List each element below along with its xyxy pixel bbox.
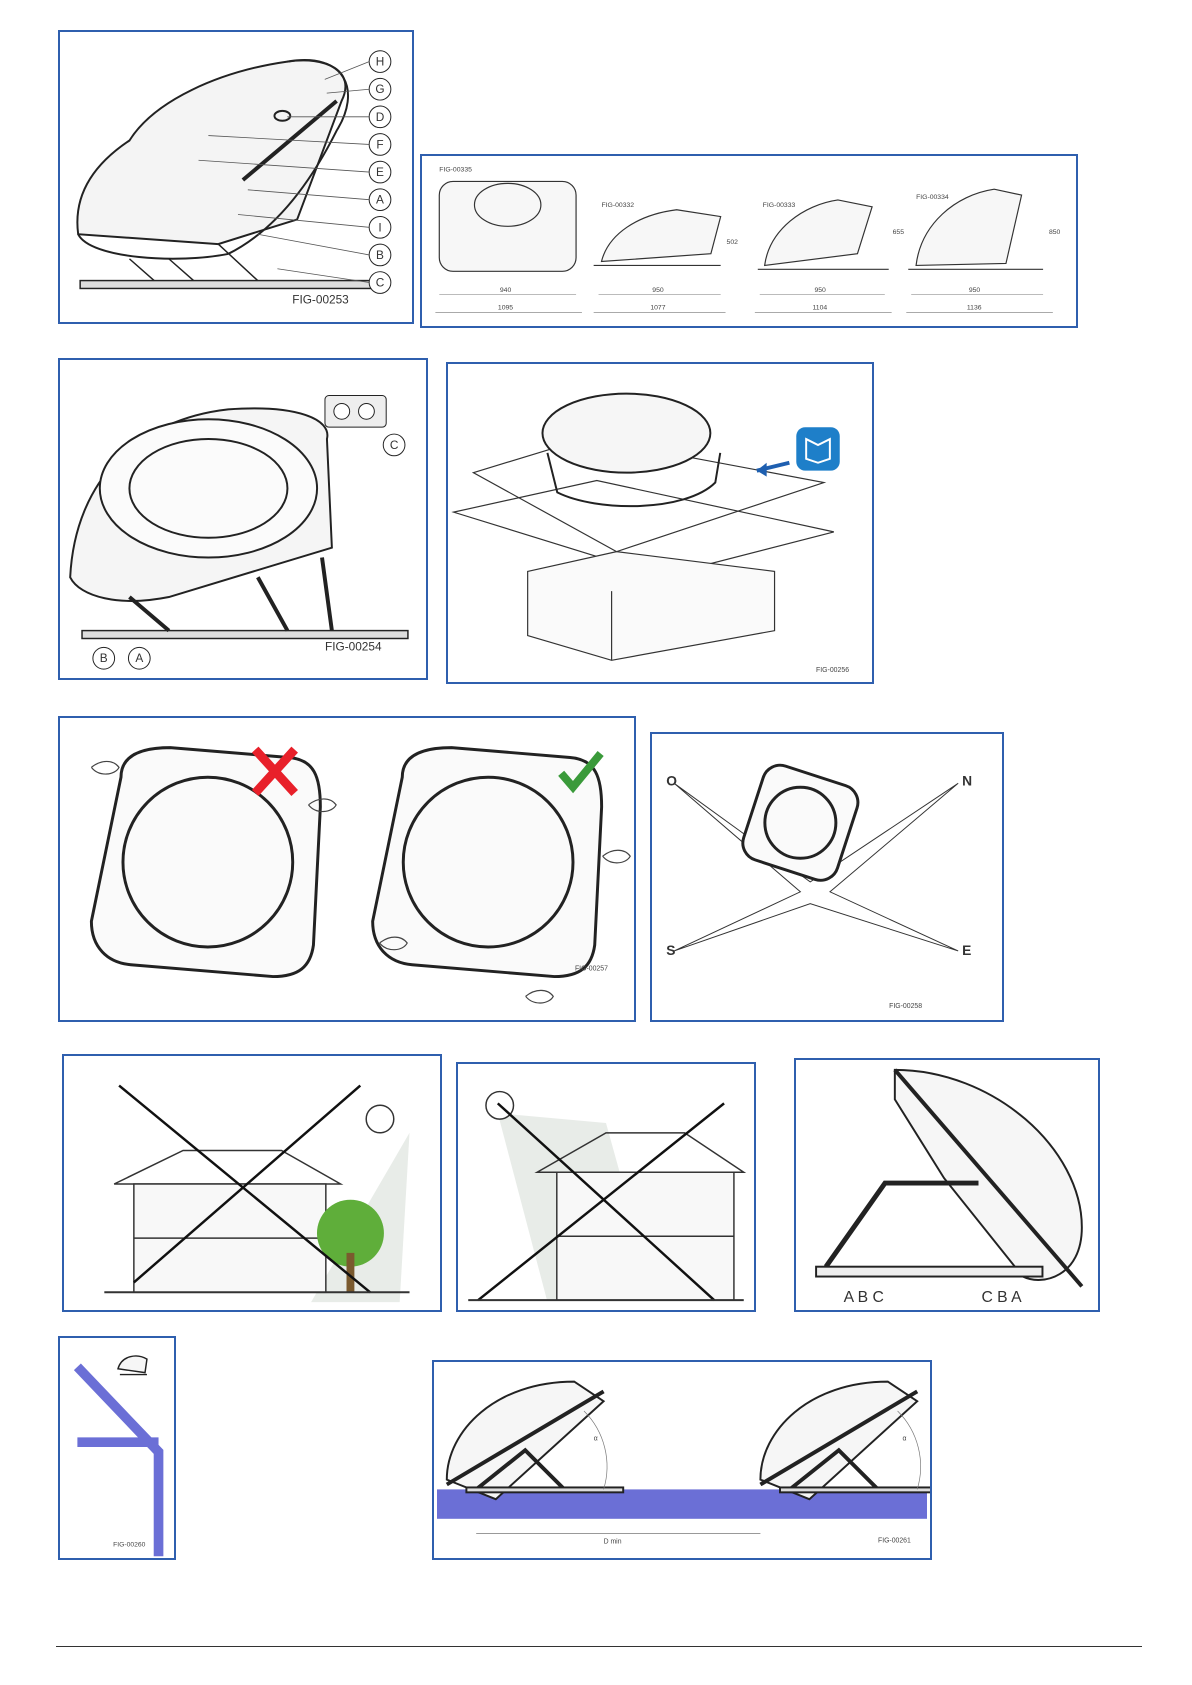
figure-258-orientation: O N S E FIG-00258 <box>650 732 1004 1022</box>
figure-label: FIG-00256 <box>816 667 849 674</box>
callout-c-label: C <box>376 275 385 289</box>
callout-h-label: H <box>376 55 385 69</box>
figure-shading-tree <box>62 1054 442 1312</box>
figure-257-handling: FIG-00257 <box>58 716 636 1022</box>
callout-b-label: B <box>376 248 384 262</box>
figure-label: FIG-00258 <box>889 1003 922 1010</box>
callout-f-label: F <box>376 137 383 151</box>
figure-label: FIG-00260 <box>113 1542 146 1549</box>
callout-b-label: B <box>100 651 108 665</box>
callout-a-label: A <box>135 651 143 665</box>
manual-icon <box>796 427 839 470</box>
roof-surface <box>437 1489 927 1518</box>
hand-icon <box>603 850 631 863</box>
footer-rule <box>56 1646 1142 1647</box>
view-label: FIG-00334 <box>916 194 949 201</box>
figure-label: FIG-00257 <box>575 966 608 973</box>
hand-icon <box>526 990 554 1003</box>
hand-icon <box>91 761 119 774</box>
figure-label: FIG-00261 <box>878 1537 911 1544</box>
callout-d-label: D <box>376 110 385 124</box>
view-dim-top: 950 <box>969 287 981 294</box>
support-left-letters: A B C <box>844 1289 884 1306</box>
callout-g-label: G <box>375 82 384 96</box>
figure-label: FIG-00253 <box>292 292 349 306</box>
figure-shading-building <box>456 1062 756 1312</box>
figure-256-packaging: FIG-00256 <box>446 362 874 684</box>
figure-254-collector-detail: C B A FIG-00254 <box>58 358 428 680</box>
view-dim-bottom: 1077 <box>650 304 665 311</box>
view-dim-top: 950 <box>814 287 826 294</box>
figure-sizes-four-views: FIG-00335 940 1095 FIG-00332 950 1077 50… <box>420 154 1078 328</box>
figure-253-collector-parts: H G D F E A I B C FIG-00253 <box>58 30 414 324</box>
view-label: FIG-00333 <box>763 202 796 209</box>
distance-label: D min <box>604 1538 622 1545</box>
compass-s: S <box>666 943 675 958</box>
view-height: 850 <box>1049 229 1061 236</box>
callout-e-label: E <box>376 165 384 179</box>
figure-260-roof: FIG-00260 <box>58 1336 176 1560</box>
view-height: 655 <box>893 229 905 236</box>
figure-261-row-spacing: α α D min FIG-00261 <box>432 1360 932 1560</box>
callout-i-label: I <box>378 220 381 234</box>
view-dim-top: 940 <box>500 287 512 294</box>
view-label: FIG-00335 <box>439 167 472 174</box>
compass-e: E <box>962 943 971 958</box>
angle-label: α <box>903 1435 907 1442</box>
compass-n: N <box>962 773 972 788</box>
callout-c-label: C <box>390 438 399 452</box>
view-dim-top: 950 <box>652 287 664 294</box>
view-label: FIG-00332 <box>601 202 634 209</box>
callout-a-label: A <box>376 193 384 207</box>
support-right-letters: C B A <box>981 1289 1022 1306</box>
figure-support-holes: A B C C B A <box>794 1058 1100 1312</box>
angle-label: α <box>594 1435 598 1442</box>
figure-label: FIG-00254 <box>325 639 382 653</box>
view-dim-bottom: 1136 <box>967 304 982 311</box>
view-dim-bottom: 1095 <box>498 304 513 311</box>
view-height: 502 <box>727 239 739 246</box>
view-dim-bottom: 1104 <box>813 304 828 311</box>
compass-o: O <box>666 773 677 788</box>
